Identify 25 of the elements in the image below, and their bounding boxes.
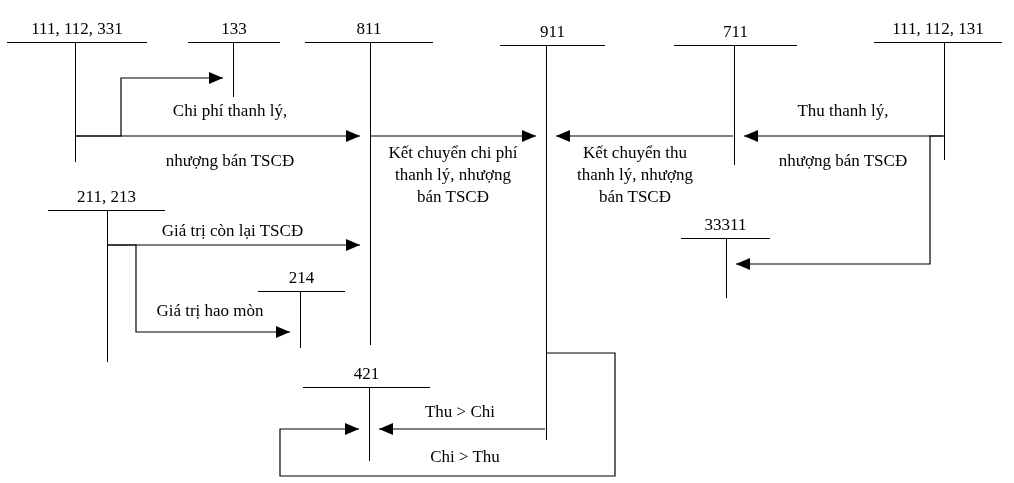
- edge-label: Thu thanh lý, nhượng bán TSCĐ: [778, 100, 908, 172]
- edge-label: Chi > Thu: [429, 446, 501, 468]
- account-number: 133: [220, 18, 248, 40]
- account-number: 214: [287, 267, 316, 289]
- arrow: [555, 130, 734, 142]
- edge-label: Giá trị còn lại TSCĐ: [160, 220, 305, 242]
- account-number: 111, 112, 331: [30, 18, 124, 40]
- account-number: 33311: [703, 214, 748, 236]
- account-number: 911: [539, 21, 566, 43]
- arrow: [74, 72, 224, 137]
- edge-label: Kết chuyển thu thanh lý, nhượng bán TSCĐ: [576, 142, 694, 208]
- account-number: 811: [355, 18, 383, 40]
- arrow: [106, 244, 291, 338]
- arrow: [279, 352, 616, 477]
- edge-label: Thu > Chi: [423, 401, 496, 423]
- edge-label: Chi phí thanh lý, nhượng bán TSCĐ: [164, 100, 296, 172]
- account-number: 711: [722, 21, 749, 43]
- account-number: 421: [352, 363, 381, 385]
- arrow: [735, 135, 945, 270]
- edge-label: Kết chuyển chi phí thanh lý, nhượng bán TSCĐ: [387, 142, 519, 208]
- arrow: [370, 130, 537, 142]
- account-number: 211, 213: [76, 186, 137, 208]
- edge-label: Giá trị hao mòn: [155, 300, 265, 322]
- account-number: 111, 112, 131: [891, 18, 985, 40]
- arrow: [378, 423, 546, 435]
